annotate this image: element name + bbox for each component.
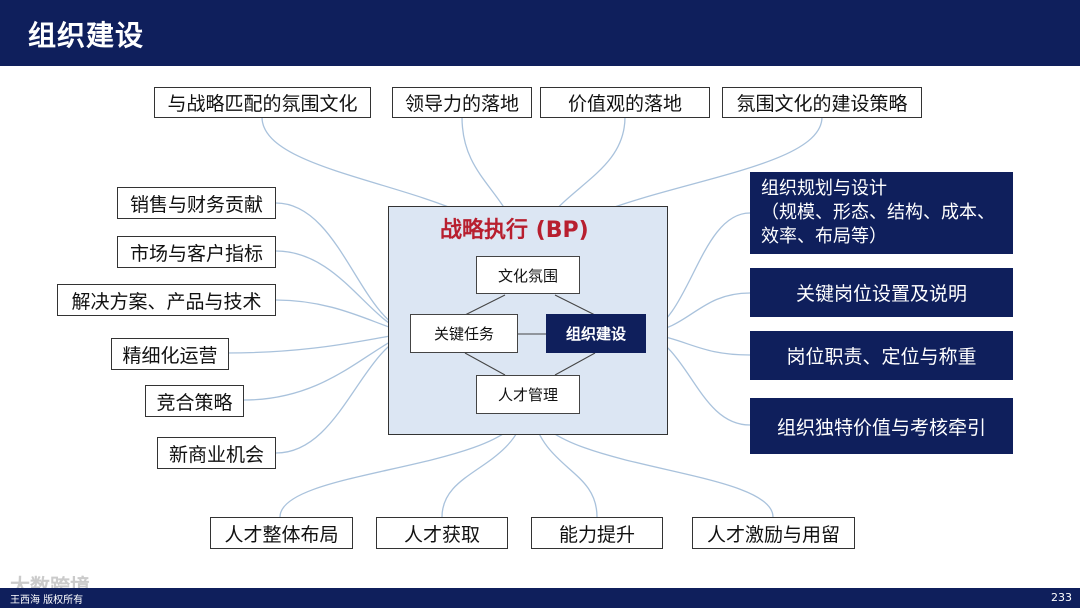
right-item-key-positions: 关键岗位设置及说明 <box>750 268 1013 317</box>
footer-bar: 王西海 版权所有 233 <box>0 588 1080 608</box>
bottom-item-3: 能力提升 <box>531 517 663 549</box>
right-item-responsibilities: 岗位职责、定位与称重 <box>750 331 1013 380</box>
page-title: 组织建设 <box>28 19 145 52</box>
left-item-1: 销售与财务贡献 <box>117 187 276 219</box>
left-item-5: 竞合策略 <box>145 385 244 417</box>
bottom-item-4: 人才激励与用留 <box>692 517 855 549</box>
top-item-2: 领导力的落地 <box>392 87 532 118</box>
left-item-6: 新商业机会 <box>157 437 276 469</box>
right-item-planning-line-3: 效率、布局等） <box>761 226 887 247</box>
node-culture: 文化氛围 <box>476 256 580 294</box>
left-item-4: 精细化运营 <box>111 338 229 370</box>
header-bar: 组织建设 <box>0 0 1080 66</box>
top-item-4: 氛围文化的建设策略 <box>722 87 922 118</box>
top-item-3: 价值观的落地 <box>540 87 710 118</box>
right-item-planning: 组织规划与设计 （规模、形态、结构、成本、 效率、布局等） <box>750 172 1013 254</box>
right-item-unique-value: 组织独特价值与考核牵引 <box>750 398 1013 454</box>
right-item-planning-line-2: （规模、形态、结构、成本、 <box>761 202 995 223</box>
top-item-1: 与战略匹配的氛围文化 <box>154 87 371 118</box>
page-number: 233 <box>1051 591 1072 604</box>
bottom-item-2: 人才获取 <box>376 517 508 549</box>
node-talent-management: 人才管理 <box>476 375 580 414</box>
left-item-3: 解决方案、产品与技术 <box>57 284 276 316</box>
right-item-planning-line-1: 组织规划与设计 <box>761 178 887 199</box>
node-key-tasks: 关键任务 <box>410 314 518 353</box>
node-org-building: 组织建设 <box>546 314 646 353</box>
bottom-item-1: 人才整体布局 <box>210 517 353 549</box>
center-title: 战略执行 (BP) <box>440 218 589 243</box>
left-item-2: 市场与客户指标 <box>117 236 276 268</box>
footer-credit: 王西海 版权所有 <box>10 595 84 606</box>
